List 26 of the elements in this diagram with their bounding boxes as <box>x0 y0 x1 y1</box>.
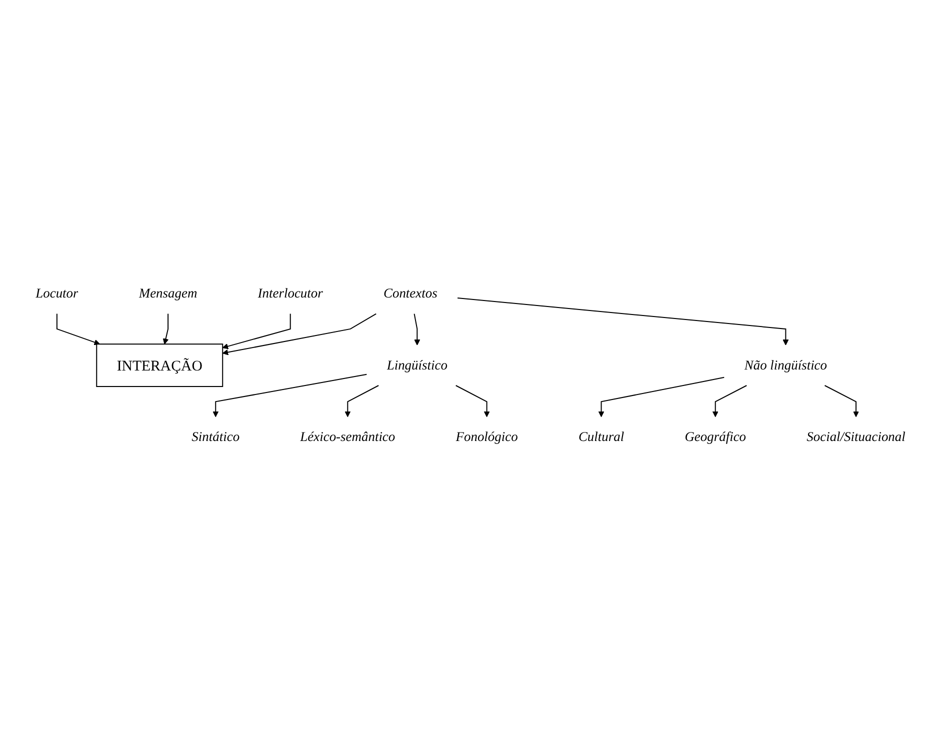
arrow <box>212 374 367 418</box>
node-text: Geográfico <box>684 430 746 445</box>
node-text: Social/Situacional <box>806 430 906 445</box>
arrow <box>222 314 291 350</box>
arrow <box>222 314 376 356</box>
arrow <box>458 298 789 346</box>
arrow <box>712 385 747 418</box>
node-text: Lingüístico <box>386 358 448 373</box>
node-text: Não lingüístico <box>744 358 828 373</box>
arrow <box>456 385 490 418</box>
arrow <box>824 385 859 418</box>
arrow <box>598 377 724 418</box>
node-text: Cultural <box>578 430 624 445</box>
arrow <box>414 314 420 346</box>
node-text: Sintático <box>192 430 240 445</box>
diagram: Locutor Mensagem Interlocutor INTERAÇÃO Contextos Lingüístico Sintático Léxico-semântico Fonológico Não lingüístico Cultural Geográfico Social/Situacional <box>10 268 931 463</box>
node-text: Léxico-semântico <box>300 430 396 445</box>
arrow <box>162 314 169 345</box>
node-text: Interlocutor <box>258 286 323 302</box>
node-text: Contextos <box>383 286 438 302</box>
arrow <box>344 385 379 418</box>
arrow <box>56 314 100 346</box>
node-text: Locutor <box>36 286 78 302</box>
node-text: Mensagem <box>138 286 198 302</box>
node-text: Fonológico <box>456 430 518 445</box>
node-box <box>96 344 224 388</box>
